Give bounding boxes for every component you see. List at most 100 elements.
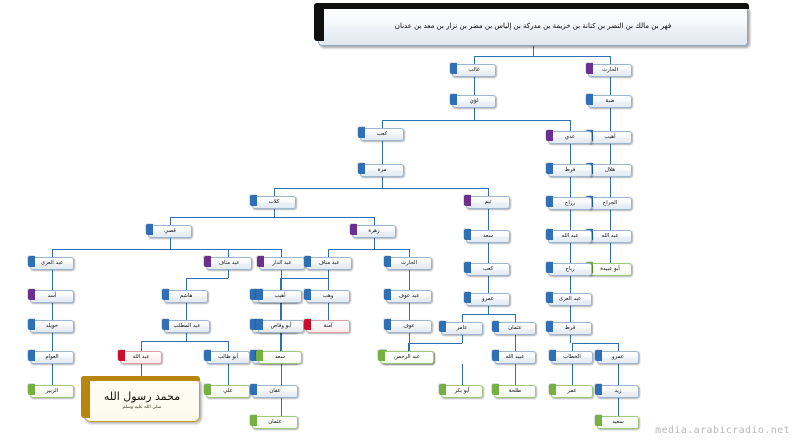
node-kaab-top[interactable]: كعب [357, 126, 404, 141]
connector-line [610, 243, 611, 263]
connector-line [618, 343, 619, 351]
node-alharith-top[interactable]: الحارث [585, 62, 632, 77]
connector-line [572, 343, 618, 344]
node-adiy[interactable]: عدي [545, 129, 592, 144]
node-abdmanaf-z[interactable]: عبد مناف [303, 255, 352, 270]
connector-line [462, 314, 463, 322]
node-abdurrahman[interactable]: عبد الرحمن [377, 349, 434, 364]
connector-line [474, 108, 475, 120]
root-title-node: فهر بن مالك بن النضر بن كنانة بن خزيمة ب… [314, 3, 749, 46]
node-abu-bakr[interactable]: أبو بكر [438, 383, 483, 398]
connector-line [382, 120, 383, 128]
node-abu-waqqas[interactable]: أبو وقاص [255, 318, 304, 333]
connector-line [409, 333, 410, 351]
node-umar[interactable]: عمر [548, 383, 593, 398]
connector-line [570, 144, 571, 164]
connector-line [618, 398, 619, 416]
node-taym[interactable]: تيم [463, 194, 510, 209]
node-ali[interactable]: علي [203, 383, 250, 398]
connector-line [141, 341, 228, 342]
connector-line [186, 278, 187, 290]
node-dabba[interactable]: ضبة [585, 93, 632, 108]
node-hashim[interactable]: هاشم [161, 288, 208, 303]
node-amina[interactable]: آمنة [303, 318, 350, 333]
node-qurt[interactable]: قرط [545, 320, 592, 335]
node-abdullah-adiy[interactable]: عبد الله [545, 228, 592, 243]
connector-line [409, 270, 410, 290]
node-affan[interactable]: عفان [249, 383, 298, 398]
node-awf[interactable]: عوف [383, 318, 432, 333]
connector-line [141, 341, 142, 351]
node-abdaluzza[interactable]: عبد العزى [27, 255, 74, 270]
connector-line [610, 144, 611, 164]
node-amir[interactable]: عامر [438, 320, 483, 335]
connector-line [141, 364, 142, 378]
node-muhammad[interactable]: محمد رسول الله صلى الله عليه وسلم [81, 376, 200, 422]
node-kaab-taym[interactable]: كعب [463, 261, 510, 276]
node-abu-ubayda[interactable]: أبو عبيدة [585, 261, 632, 276]
node-qusayy[interactable]: قصي [145, 223, 192, 238]
node-abdaldar[interactable]: عبد الدار [256, 255, 305, 270]
node-saad-taym[interactable]: سعد [463, 228, 510, 243]
node-luayy[interactable]: لؤي [449, 93, 496, 108]
connector-line [570, 120, 571, 131]
node-amr-taym[interactable]: عمرو [463, 291, 510, 306]
connector-line [280, 333, 281, 351]
node-uthman[interactable]: عثمان [249, 414, 298, 429]
node-abdawf[interactable]: عبد عوف [383, 288, 432, 303]
node-abdmanaf[interactable]: عبد مناف [203, 255, 252, 270]
node-amr-adiy[interactable]: عمرو [594, 349, 639, 364]
connector-line [281, 270, 282, 290]
connector-line [274, 188, 488, 189]
node-kilab[interactable]: كلاب [249, 194, 296, 209]
node-ubaydullah[interactable]: عبيد الله [491, 349, 536, 364]
connector-line [328, 249, 409, 250]
node-abdaluzza-adiy[interactable]: عبد العزى [545, 291, 592, 306]
connector-line [228, 270, 229, 278]
node-saeed[interactable]: سعيد [594, 414, 639, 429]
node-wahb[interactable]: وهب [303, 288, 350, 303]
node-rizah[interactable]: رزاح [545, 195, 592, 210]
connector-line [488, 276, 489, 293]
node-zayd[interactable]: زيد [594, 383, 639, 398]
connector-line [610, 56, 611, 64]
connector-line [374, 238, 375, 249]
node-abdalmuttalib[interactable]: عبد المطلب [161, 318, 210, 333]
connector-line [572, 343, 573, 351]
connector-line [328, 278, 329, 290]
connector-line [409, 303, 410, 320]
node-abdullah[interactable]: عبد الله [117, 349, 162, 364]
node-aljarrah[interactable]: الجراح [585, 195, 632, 210]
node-khuwaylid[interactable]: خويلد [27, 318, 74, 333]
node-talha[interactable]: طلحة [491, 383, 536, 398]
connector-line [328, 303, 329, 320]
node-uhayb[interactable]: أهيب [255, 288, 302, 303]
connector-line [462, 364, 463, 385]
node-asad[interactable]: أسد [27, 288, 74, 303]
connector-line [570, 210, 571, 230]
node-abdullah-jr[interactable]: عبد الله [585, 228, 632, 243]
connector-line [474, 56, 610, 57]
connector-line [281, 333, 282, 351]
node-abu-talib[interactable]: أبو طالب [203, 349, 250, 364]
node-uthman-taym[interactable]: عثمان [491, 320, 536, 335]
connector-line [488, 243, 489, 263]
node-rabah[interactable]: رباح [545, 261, 592, 276]
node-alkhattab[interactable]: الخطاب [548, 349, 593, 364]
connector-line [170, 238, 171, 249]
connector-line [274, 188, 275, 196]
connector-line [280, 278, 281, 290]
node-alzubayr[interactable]: الزبير [27, 383, 74, 398]
node-uhayb-r[interactable]: أهيب [585, 129, 632, 144]
node-ghalib[interactable]: غالب [449, 62, 496, 77]
connector-line [228, 341, 229, 351]
node-hilal[interactable]: هلال [585, 162, 632, 177]
connector-line [228, 249, 229, 257]
node-saad[interactable]: سعد [255, 349, 302, 364]
node-murra[interactable]: مرة [357, 162, 404, 177]
connector-line [52, 249, 53, 257]
node-alharith-z[interactable]: الحارث [383, 255, 432, 270]
node-alawwam[interactable]: العوام [27, 349, 74, 364]
node-furt[interactable]: فرط [545, 162, 592, 177]
node-zuhra[interactable]: زهرة [349, 223, 396, 238]
